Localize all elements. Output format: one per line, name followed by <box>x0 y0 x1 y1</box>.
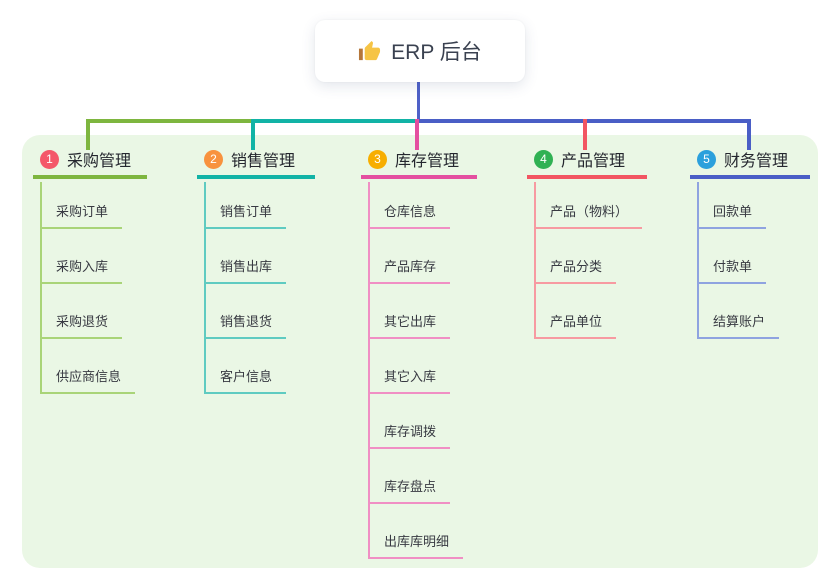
connector-left-teal <box>252 119 418 123</box>
child-node[interactable]: 库存盘点 <box>368 476 451 504</box>
branch-5-label: 财务管理 <box>724 153 789 170</box>
branch-3-label: 库存管理 <box>395 153 460 170</box>
child-label: 客户信息 <box>220 369 273 384</box>
branch-4-badge: 4 <box>534 149 553 169</box>
branch-5-trunk-line <box>697 182 699 339</box>
child-node[interactable]: 产品库存 <box>368 256 451 284</box>
child-label: 付款单 <box>713 259 753 274</box>
branch-1-trunk-line <box>40 182 42 394</box>
drop-line-sales <box>251 119 255 150</box>
branch-4-label: 产品管理 <box>561 153 626 170</box>
branch-1-label: 采购管理 <box>67 153 132 170</box>
child-label: 产品（物料） <box>550 204 629 219</box>
child-node[interactable]: 产品分类 <box>534 256 617 284</box>
child-node[interactable]: 付款单 <box>697 256 767 284</box>
branch-2-badge: 2 <box>204 149 223 169</box>
branches-panel <box>22 135 818 568</box>
child-node[interactable]: 仓库信息 <box>368 201 451 229</box>
child-label: 出库库明细 <box>384 534 450 549</box>
child-node[interactable]: 销售出库 <box>204 256 287 284</box>
child-node[interactable]: 库存调拨 <box>368 421 451 449</box>
child-node[interactable]: 销售退货 <box>204 311 287 339</box>
child-label: 产品分类 <box>550 259 603 274</box>
child-node[interactable]: 采购退货 <box>40 311 123 339</box>
child-label: 结算账户 <box>713 314 766 329</box>
branch-2-trunk-line <box>204 182 206 394</box>
child-node[interactable]: 其它出库 <box>368 311 451 339</box>
child-node[interactable]: 销售订单 <box>204 201 287 229</box>
branch-1-badge: 1 <box>40 149 59 169</box>
child-node[interactable]: 其它入库 <box>368 366 451 394</box>
branch-4-trunk-line <box>534 182 536 339</box>
branch-3-header[interactable]: 3 库存管理 <box>361 148 477 179</box>
child-label: 销售订单 <box>220 204 273 219</box>
drop-line-purchase <box>86 119 90 150</box>
root-node[interactable]: ERP 后台 <box>315 20 525 82</box>
branch-1-header[interactable]: 1 采购管理 <box>33 148 147 179</box>
child-label: 销售出库 <box>220 259 273 274</box>
child-node[interactable]: 出库库明细 <box>368 531 464 559</box>
child-label: 采购入库 <box>56 259 109 274</box>
drop-line-product <box>583 119 587 150</box>
child-node[interactable]: 采购订单 <box>40 201 123 229</box>
child-label: 产品单位 <box>550 314 603 329</box>
child-label: 销售退货 <box>220 314 273 329</box>
child-label: 供应商信息 <box>56 369 122 384</box>
child-node[interactable]: 回款单 <box>697 201 767 229</box>
branch-2-label: 销售管理 <box>231 153 296 170</box>
branch-5-badge: 5 <box>697 149 716 169</box>
root-label: ERP 后台 <box>391 41 482 64</box>
child-label: 采购订单 <box>56 204 109 219</box>
drop-line-finance <box>747 119 751 150</box>
child-label: 仓库信息 <box>384 204 437 219</box>
branch-2-header[interactable]: 2 销售管理 <box>197 148 315 179</box>
child-node[interactable]: 产品单位 <box>534 311 617 339</box>
child-label: 其它出库 <box>384 314 437 329</box>
branch-3-trunk-line <box>368 182 370 559</box>
child-node[interactable]: 采购入库 <box>40 256 123 284</box>
child-label: 产品库存 <box>384 259 437 274</box>
child-label: 库存盘点 <box>384 479 437 494</box>
drop-line-inventory <box>415 119 419 150</box>
root-stem-line <box>417 82 420 120</box>
branch-4-header[interactable]: 4 产品管理 <box>527 148 647 179</box>
branch-5-header[interactable]: 5 财务管理 <box>690 148 810 179</box>
child-label: 库存调拨 <box>384 424 437 439</box>
child-label: 回款单 <box>713 204 753 219</box>
child-node[interactable]: 客户信息 <box>204 366 287 394</box>
child-node[interactable]: 供应商信息 <box>40 366 136 394</box>
connector-left-green <box>86 119 254 123</box>
branch-3-badge: 3 <box>368 149 387 169</box>
child-node[interactable]: 结算账户 <box>697 311 780 339</box>
thumbs-up-icon <box>359 40 381 60</box>
child-label: 采购退货 <box>56 314 109 329</box>
child-node[interactable]: 产品（物料） <box>534 201 643 229</box>
child-label: 其它入库 <box>384 369 437 384</box>
